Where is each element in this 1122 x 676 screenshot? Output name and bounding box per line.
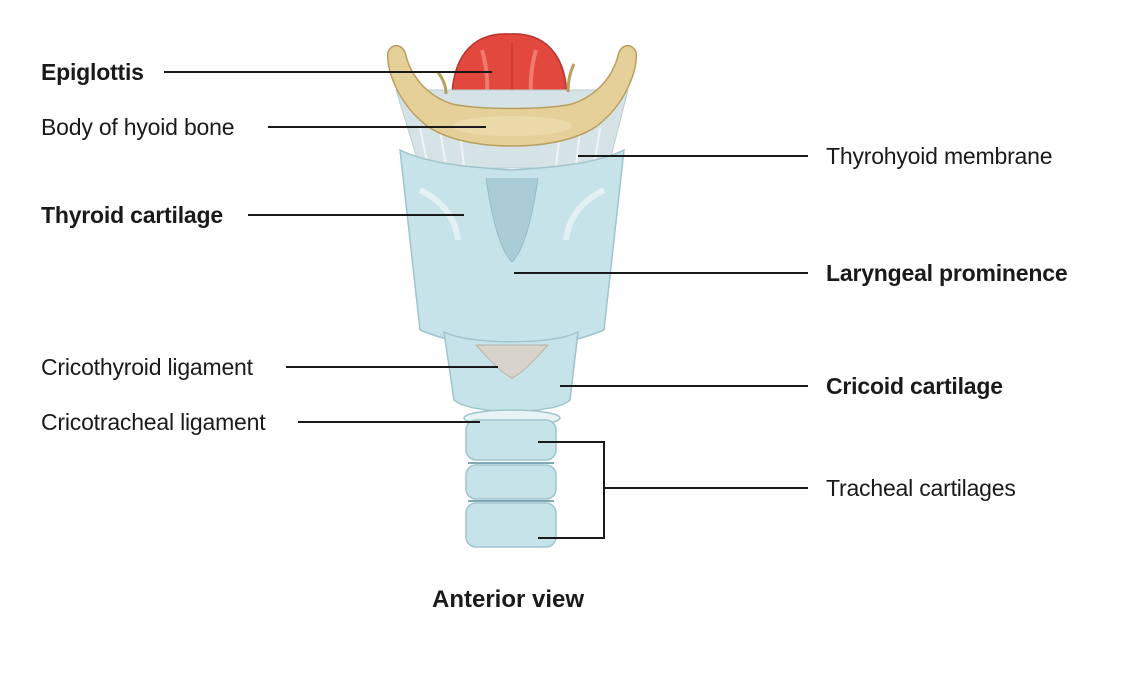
caption-anterior-view: Anterior view	[432, 586, 585, 613]
cricothyroid-ligament-shape	[474, 344, 550, 379]
label-epiglottis: Epiglottis	[41, 59, 144, 85]
trachea-shape	[463, 409, 561, 548]
label-thyrohyoid-membrane: Thyrohyoid membrane	[826, 143, 1053, 169]
label-body-of-hyoid-bone: Body of hyoid bone	[41, 114, 235, 140]
label-tracheal-cartilages: Tracheal cartilages	[826, 475, 1016, 501]
label-cricotracheal-ligament: Cricotracheal ligament	[41, 409, 266, 435]
label-laryngeal-prominence: Laryngeal prominence	[826, 260, 1068, 286]
label-thyroid-cartilage: Thyroid cartilage	[41, 202, 223, 228]
label-cricothyroid-ligament: Cricothyroid ligament	[41, 354, 253, 380]
leader-lines	[164, 71, 808, 539]
hyoid-bone-shape	[387, 44, 637, 147]
label-cricoid-cartilage: Cricoid cartilage	[826, 373, 1003, 399]
